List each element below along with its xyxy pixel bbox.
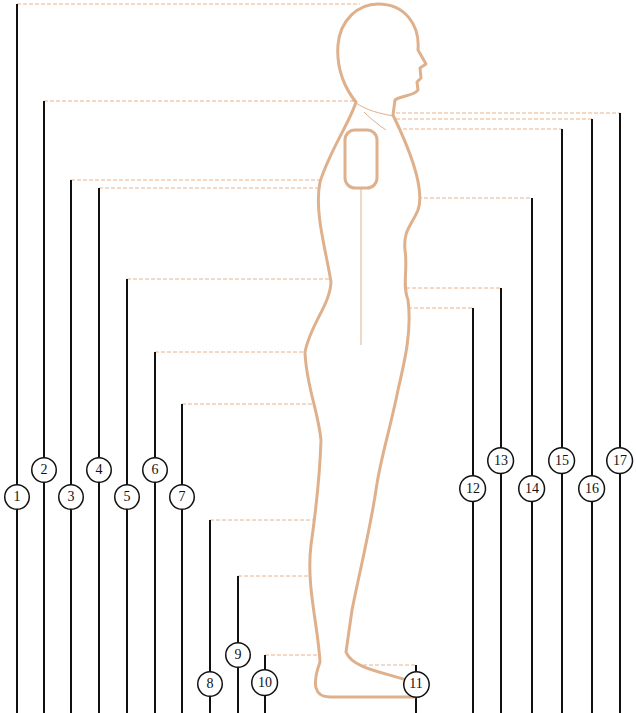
circle-shape bbox=[607, 448, 633, 474]
arm-line bbox=[361, 188, 362, 345]
guide-line bbox=[155, 352, 305, 353]
callout-circle: 13 bbox=[487, 447, 514, 474]
measure-line bbox=[98, 188, 100, 713]
shoulder-line bbox=[364, 112, 386, 130]
guide-line bbox=[406, 288, 501, 289]
callout-circle: 12 bbox=[459, 475, 486, 502]
guide-line bbox=[418, 198, 532, 199]
arm-outline bbox=[345, 130, 377, 188]
guide-line bbox=[366, 119, 592, 120]
circle-shape bbox=[226, 643, 251, 668]
guide-line bbox=[408, 308, 473, 309]
callout-circle: 15 bbox=[548, 447, 575, 474]
callout-circle: 7 bbox=[169, 484, 195, 510]
guide-line bbox=[238, 576, 310, 577]
measure-line bbox=[619, 113, 621, 713]
callout-number: 8 bbox=[207, 676, 214, 692]
circle-shape bbox=[519, 476, 545, 502]
callout-number: 3 bbox=[68, 489, 75, 505]
guide-line bbox=[385, 129, 562, 130]
circle-shape bbox=[460, 476, 486, 502]
circle-shape bbox=[549, 448, 575, 474]
circle-shape bbox=[170, 485, 195, 510]
measure-line bbox=[154, 352, 156, 713]
callout-number: 7 bbox=[179, 489, 186, 505]
measure-line bbox=[531, 198, 533, 713]
guide-line bbox=[17, 4, 360, 5]
callout-number: 14 bbox=[525, 481, 539, 497]
guide-line bbox=[210, 520, 316, 521]
measure-line bbox=[472, 308, 474, 713]
callout-number: 1 bbox=[14, 489, 21, 505]
guide-line bbox=[127, 279, 360, 280]
callout-circle: 16 bbox=[578, 475, 605, 502]
callout-number: 2 bbox=[41, 462, 48, 478]
callout-number: 13 bbox=[494, 453, 508, 469]
callout-circle: 8 bbox=[197, 671, 223, 697]
guide-line bbox=[182, 404, 320, 405]
callout-number: 6 bbox=[152, 462, 159, 478]
callout-circle: 10 bbox=[251, 669, 278, 696]
measure-line bbox=[16, 4, 18, 713]
circle-shape bbox=[115, 485, 140, 510]
callout-circle: 3 bbox=[58, 484, 84, 510]
body-outline bbox=[305, 4, 426, 697]
callout-circle: 11 bbox=[403, 671, 430, 698]
neck-line bbox=[352, 100, 393, 116]
callout-number: 17 bbox=[613, 453, 627, 469]
circle-shape bbox=[59, 485, 84, 510]
callout-number: 15 bbox=[555, 453, 569, 469]
callout-circle: 1 bbox=[4, 484, 30, 510]
circle-shape bbox=[87, 458, 112, 483]
guide-line bbox=[71, 180, 322, 181]
circle-shape bbox=[143, 458, 168, 483]
measure-line bbox=[181, 404, 183, 713]
callout-circle: 17 bbox=[606, 447, 633, 474]
callout-circle: 2 bbox=[31, 457, 57, 483]
circle-shape bbox=[198, 672, 223, 697]
callout-number: 16 bbox=[585, 481, 599, 497]
guide-line bbox=[44, 101, 356, 102]
callout-circle: 5 bbox=[114, 484, 140, 510]
callout-number: 5 bbox=[124, 489, 131, 505]
guide-line bbox=[360, 113, 620, 114]
measure-line bbox=[561, 129, 563, 713]
callout-circle: 14 bbox=[518, 475, 545, 502]
measure-line bbox=[500, 288, 502, 713]
circle-shape bbox=[488, 448, 514, 474]
callout-number: 4 bbox=[96, 462, 103, 478]
measure-line bbox=[591, 119, 593, 713]
callout-number: 9 bbox=[235, 647, 242, 663]
measure-line bbox=[70, 180, 72, 713]
circle-shape bbox=[32, 458, 57, 483]
callout-number: 11 bbox=[409, 676, 422, 692]
measure-line bbox=[43, 101, 45, 713]
circle-shape bbox=[252, 670, 278, 696]
callout-circle: 4 bbox=[86, 457, 112, 483]
circle-shape bbox=[5, 485, 30, 510]
circle-shape bbox=[403, 671, 428, 696]
callout-number: 10 bbox=[258, 675, 272, 691]
measure-lines bbox=[17, 4, 620, 713]
callout-circle: 9 bbox=[225, 642, 251, 668]
callout-circle: 6 bbox=[142, 457, 168, 483]
callout-number: 12 bbox=[466, 481, 480, 497]
circle-shape bbox=[579, 476, 605, 502]
